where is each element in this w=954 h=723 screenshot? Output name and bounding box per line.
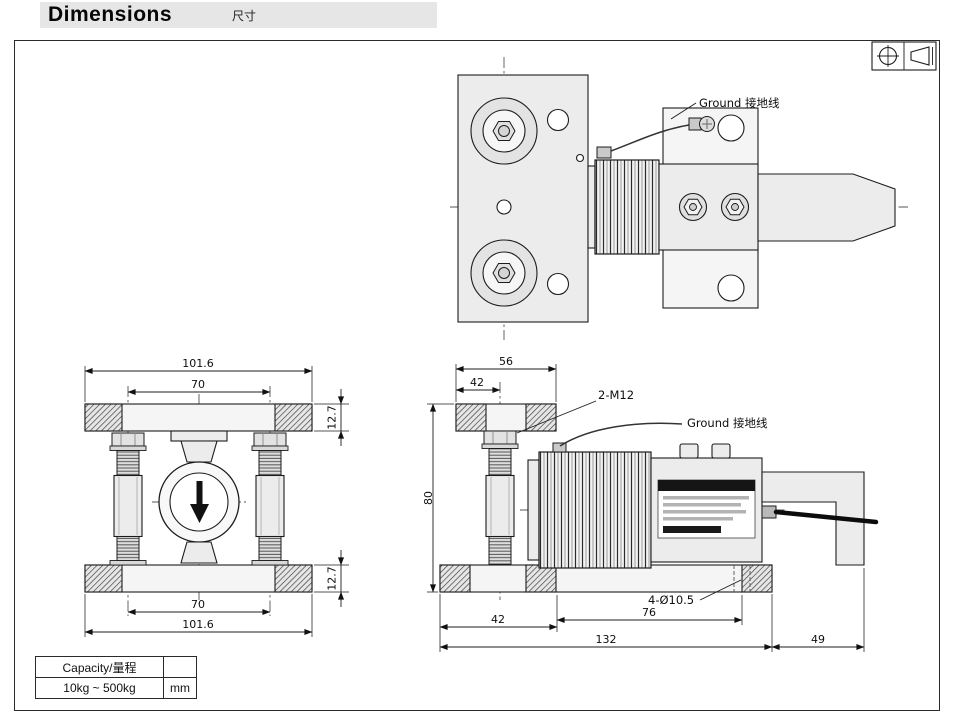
ground-label-top-view: Ground 接地线 [699,96,780,110]
top-view: Ground 接地线 [450,57,908,340]
plate-center-hole [496,199,512,215]
front-view-dimensions: 101.6 70 12.7 12.7 70 101.6 [84,357,349,637]
dim-bottom-width-outer: 101.6 [182,618,214,631]
dim-top-width-inner: 70 [191,378,205,391]
socket-bolt-top [470,97,538,165]
dim-top-plate-width: 56 [499,355,513,368]
dim-top-offset: 42 [470,376,484,389]
dim-bottom-offset: 42 [491,613,505,626]
ground-wire [559,422,683,447]
side-bellows [538,451,652,569]
plate-hole-bottom [546,272,570,296]
dowel-pin [575,153,585,163]
load-cell-nameplate [657,479,756,539]
hex-bolt-right [720,192,750,222]
cable [773,509,879,525]
sealing-cap-left [679,443,699,459]
flange-hole-top [717,114,745,142]
right-bolt-assembly [251,432,289,566]
dim-height: 80 [422,491,435,505]
socket-bolt-bottom [470,239,538,307]
hole-spec-label: 4-Ø10.5 [648,593,694,607]
front-view: 101.6 70 12.7 12.7 70 101.6 [84,357,349,637]
hex-bolt-left [678,192,708,222]
load-cell-bellows-top [594,159,660,255]
left-bolt-assembly [109,432,147,566]
dim-bottom-plate-thickness: 12.7 [326,566,339,591]
dim-bottom-width-inner: 70 [191,598,205,611]
bellows-flange [587,165,596,249]
capacity-unit-cell: mm [163,677,197,699]
bellows-left-cap [527,459,540,561]
side-view: Ground 接地线 56 42 2-M12 80 4-Ø10.5 42 [422,355,879,652]
page-title-chinese: 尺寸 [232,8,257,23]
dim-top-width-outer: 101.6 [182,357,214,370]
capacity-header-unit-cell [163,656,197,678]
bracket-foot [761,471,865,566]
load-cell-column [158,430,240,564]
front-top-plate [84,403,313,432]
ground-wire-top-view: Ground 接地线 [596,96,780,159]
flange-hole-bottom [717,274,745,302]
cone-symbol-icon [910,46,930,66]
capacity-header-cell: Capacity/量程 [35,656,164,678]
overload-arrow [190,481,209,523]
dim-arm-extension: 49 [811,633,825,646]
side-bolt-assembly [481,430,519,565]
mounting-arm [757,173,896,242]
page-title: Dimensions [48,3,173,26]
table-row: Capacity/量程 [35,656,197,678]
ground-wire [610,124,690,152]
sealing-cap-right [711,443,731,459]
front-bottom-plate [84,564,313,593]
projection-symbol [871,41,937,71]
page-header: Dimensions 尺寸 [40,2,437,28]
dim-base-length: 132 [596,633,617,646]
plate-hole-top [546,108,570,132]
ground-label-side-view: Ground 接地线 [687,416,768,430]
dim-top-plate-thickness: 12.7 [326,405,339,430]
table-row: 10kg ~ 500kg mm [35,677,197,699]
ground-terminal-block [596,146,612,159]
capacity-range-cell: 10kg ~ 500kg [35,677,164,699]
thread-spec-label: 2-M12 [598,388,634,402]
side-base-plate [439,564,773,593]
side-view-dimensions: 56 42 2-M12 80 4-Ø10.5 42 76 132 49 [422,355,865,652]
ground-lug [552,442,567,453]
capacity-table: Capacity/量程 10kg ~ 500kg mm [35,656,197,699]
dim-hole-spacing: 76 [642,606,656,619]
ground-wire-side-view: Ground 接地线 [552,416,768,453]
